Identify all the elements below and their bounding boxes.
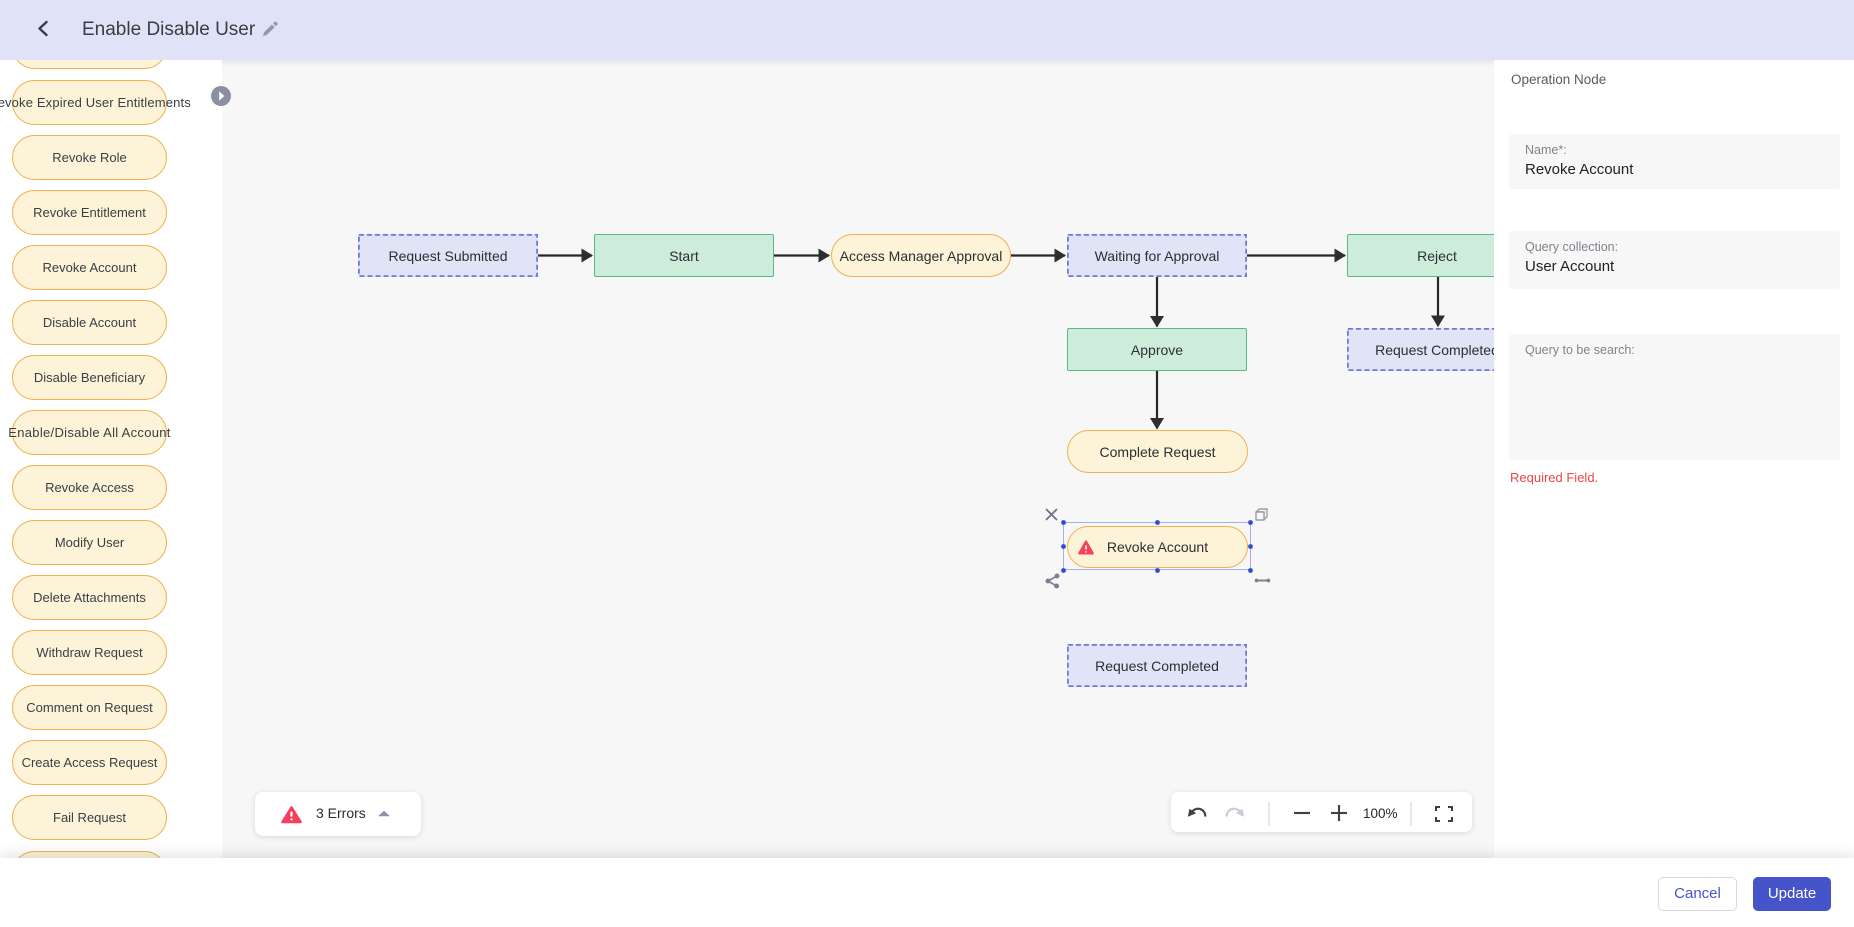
svg-text:100%: 100% — [1363, 806, 1398, 821]
